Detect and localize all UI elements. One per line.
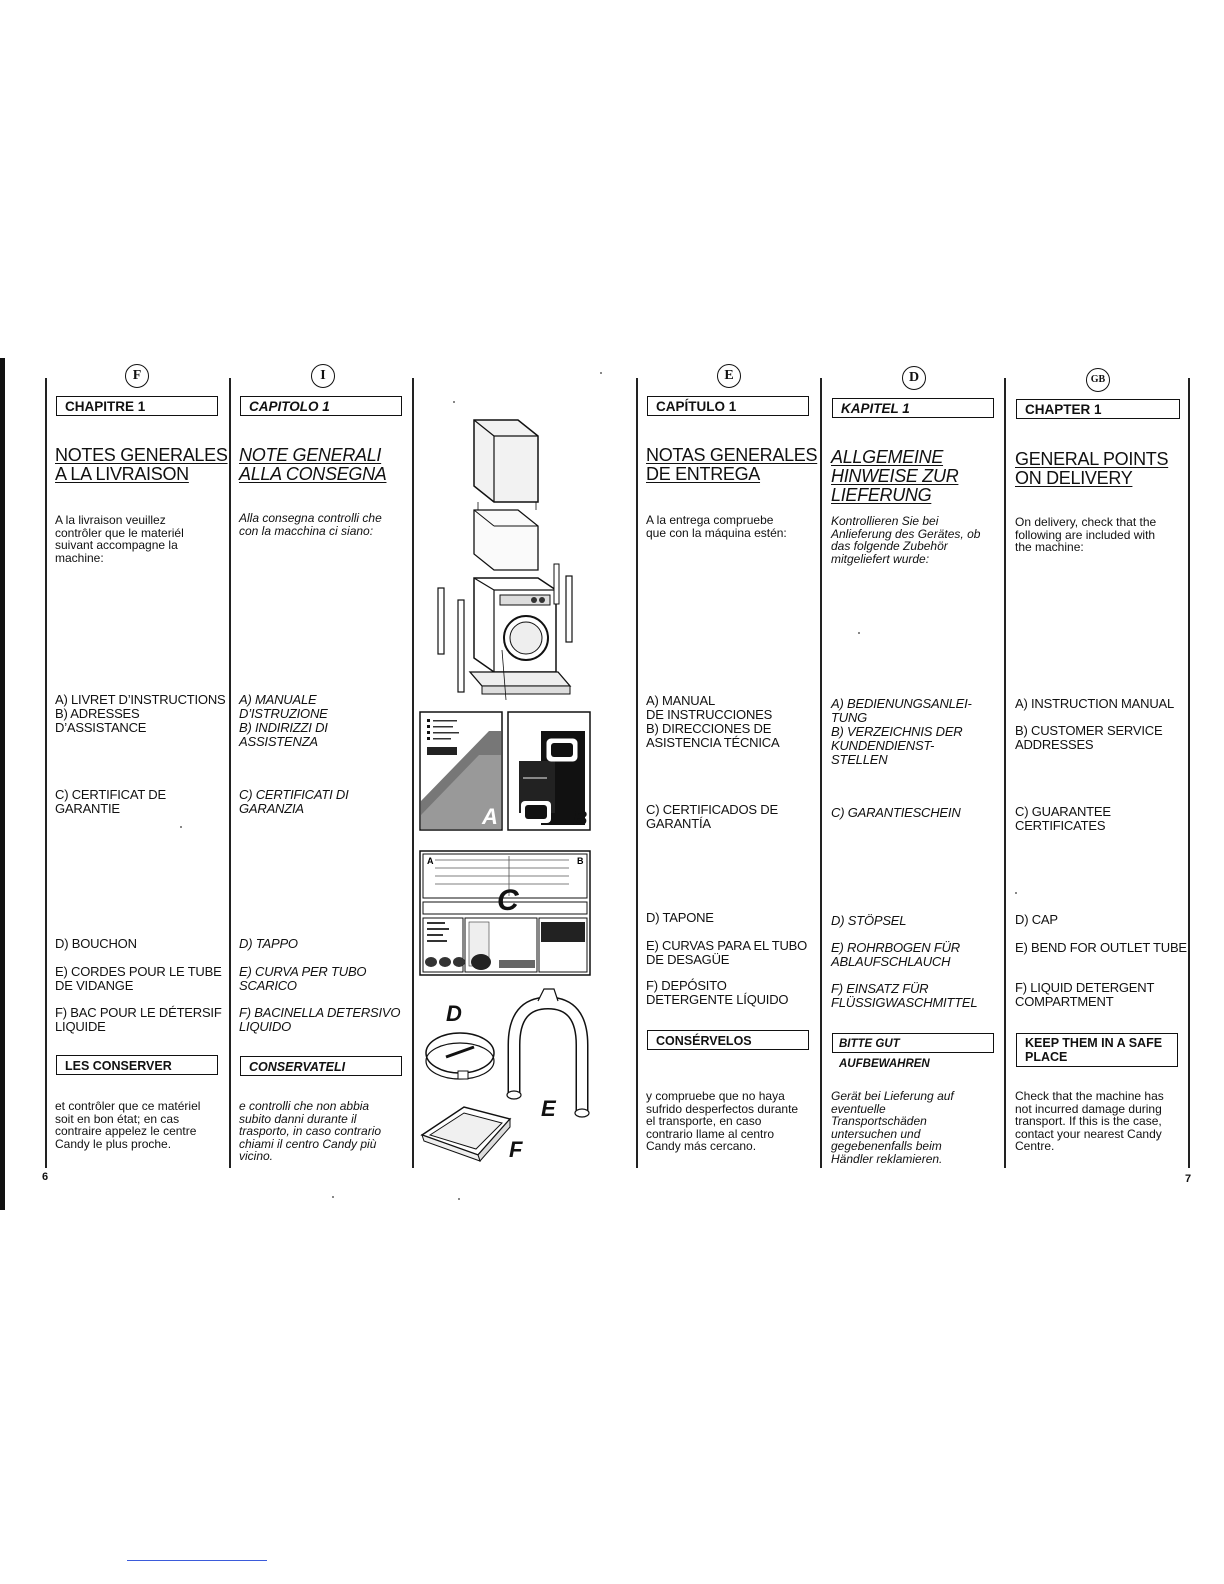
closing-text-de: Gerät bei Lieferung auf eventuelle Trans… (831, 1089, 954, 1166)
closing-text-es: y compruebe que no haya sufrido desperfe… (646, 1089, 799, 1154)
section-title-es: NOTAS GENERALES DE ENTREGA (646, 445, 818, 484)
guarantee-certificate-figure-c: A B (419, 850, 591, 976)
figure-label-d: D (446, 1001, 462, 1026)
page-number-left: 6 (42, 1171, 49, 1183)
item-c-it: C) CERTIFICATI DI GARANZIA (239, 787, 349, 816)
scan-speck (1015, 892, 1017, 894)
intro-text-de: Kontrollieren Sie bei Anlieferung des Ge… (831, 514, 981, 566)
item-a-es: A) MANUAL DE INSTRUCCIONES (646, 693, 773, 722)
closing-text-fr: et contrôler que ce matériel soit en bon… (55, 1099, 201, 1151)
column-rule (45, 378, 47, 1168)
language-badge-gb: GB (1086, 368, 1110, 392)
item-d-it: D) TAPPO (239, 936, 298, 951)
language-badge-fr: F (125, 364, 149, 388)
column-rule (229, 378, 231, 1168)
closing-text-it: e controlli che non abbia subito danni d… (239, 1099, 382, 1164)
intro-text-fr: A la livraison veuillez contrôler que le… (55, 513, 184, 565)
item-b-de: B) VERZEICHNIS DER KUNDENDIENST- STELLEN (831, 724, 963, 767)
item-b-gb: B) CUSTOMER SERVICE ADDRESSES (1015, 723, 1163, 752)
keep-header-de: BITTE GUT AUFBEWAHREN (832, 1033, 994, 1070)
item-d-gb: D) CAP (1015, 912, 1058, 927)
item-f-fr: F) BAC POUR LE DÉTERSIF LIQUIDE (55, 1005, 222, 1034)
intro-text-gb: On delivery, check that the following ar… (1015, 515, 1157, 555)
column-rule (412, 378, 414, 1168)
figure-label-e: E (541, 1096, 556, 1121)
chapter-header-fr: CHAPITRE 1 (56, 396, 218, 416)
service-addresses-figure-b (507, 711, 591, 831)
column-rule (1188, 378, 1190, 1168)
item-c-es: C) CERTIFICADOS DE GARANTÍA (646, 802, 778, 831)
item-c-fr: C) CERTIFICAT DE GARANTIE (55, 787, 166, 816)
section-title-gb: GENERAL POINTS ON DELIVERY (1015, 449, 1169, 488)
item-e-es: E) CURVAS PARA EL TUBO DE DESAGÜE (646, 938, 808, 967)
item-a-de: A) BEDIENUNGSANLEI- TUNG (831, 696, 972, 725)
scan-speck (180, 826, 182, 828)
scan-speck (453, 401, 455, 403)
page-number-right: 7 (1185, 1173, 1192, 1185)
item-d-es: D) TAPONE (646, 910, 714, 925)
figure-label-a: A (482, 804, 498, 829)
keep-header-es: CONSÉRVELOS (647, 1030, 809, 1050)
intro-text-it: Alla consegna controlli che con la macch… (239, 511, 382, 538)
figure-label-f: F (509, 1137, 523, 1162)
svg-text:A: A (427, 856, 434, 866)
keep-header-gb: KEEP THEM IN A SAFE PLACE (1016, 1033, 1178, 1067)
washing-machine-packaging-illustration (437, 419, 573, 701)
small-parts-illustration (420, 988, 590, 1162)
svg-text:B: B (577, 856, 584, 866)
item-a-gb: A) INSTRUCTION MANUAL (1015, 696, 1175, 711)
section-title-de: ALLGEMEINE HINWEISE ZUR LIEFERUNG (831, 447, 959, 505)
keep-header-it: CONSERVATELI (240, 1056, 402, 1076)
chapter-header-gb: CHAPTER 1 (1016, 399, 1180, 419)
language-badge-es: E (717, 364, 741, 388)
figure-label-c: C (497, 884, 519, 917)
figure-label-b: B (573, 808, 588, 830)
item-e-de: E) ROHRBOGEN FÜR ABLAUFSCHLAUCH (831, 940, 960, 969)
column-rule (636, 378, 638, 1168)
item-c-gb: C) GUARANTEE CERTIFICATES (1015, 804, 1111, 833)
item-d-de: D) STÖPSEL (831, 913, 907, 928)
scan-speck (858, 632, 860, 634)
item-b-it: B) INDIRIZZI DI ASSISTENZA (239, 720, 328, 749)
closing-text-gb: Check that the machine has not incurred … (1015, 1089, 1164, 1154)
keep-header-fr: LES CONSERVER (56, 1055, 218, 1075)
scan-speck (458, 1198, 460, 1200)
item-a-it: A) MANUALE D’ISTRUZIONE (239, 692, 328, 721)
left-edge-bar (0, 358, 5, 1210)
item-b-fr: B) ADRESSES D’ASSISTANCE (55, 706, 147, 735)
chapter-header-de: KAPITEL 1 (832, 398, 994, 418)
section-title-fr: NOTES GENERALES A LA LIVRAISON (55, 445, 228, 484)
intro-text-es: A la entrega compruebe que con la máquin… (646, 513, 787, 540)
item-d-fr: D) BOUCHON (55, 936, 137, 951)
item-e-it: E) CURVA PER TUBO SCARICO (239, 964, 367, 993)
column-rule (820, 378, 822, 1168)
language-badge-it: I (311, 364, 335, 388)
scan-speck (332, 1196, 334, 1198)
item-f-it: F) BACINELLA DETERSIVO LIQUIDO (239, 1005, 401, 1034)
chapter-header-es: CAPÍTULO 1 (647, 396, 809, 416)
item-b-es: B) DIRECCIONES DE ASISTENCIA TÉCNICA (646, 721, 780, 750)
item-e-fr: E) CORDES POUR LE TUBE DE VIDANGE (55, 964, 222, 993)
bottom-rule (127, 1560, 267, 1561)
chapter-header-it: CAPITOLO 1 (240, 396, 402, 416)
instruction-manual-figure-a (419, 711, 503, 831)
item-f-gb: F) LIQUID DETERGENT COMPARTMENT (1015, 980, 1155, 1009)
item-c-de: C) GARANTIESCHEIN (831, 805, 961, 820)
column-rule (1004, 378, 1006, 1168)
scan-speck (600, 372, 602, 374)
item-f-es: F) DEPÓSITO DETERGENTE LÍQUIDO (646, 978, 789, 1007)
item-a-fr: A) LIVRET D’INSTRUCTIONS (55, 692, 226, 707)
language-badge-de: D (902, 366, 926, 390)
section-title-it: NOTE GENERALI ALLA CONSEGNA (239, 445, 387, 484)
item-e-gb: E) BEND FOR OUTLET TUBE (1015, 940, 1187, 955)
item-f-de: F) EINSATZ FÜR FLÜSSIGWASCHMITTEL (831, 981, 978, 1010)
